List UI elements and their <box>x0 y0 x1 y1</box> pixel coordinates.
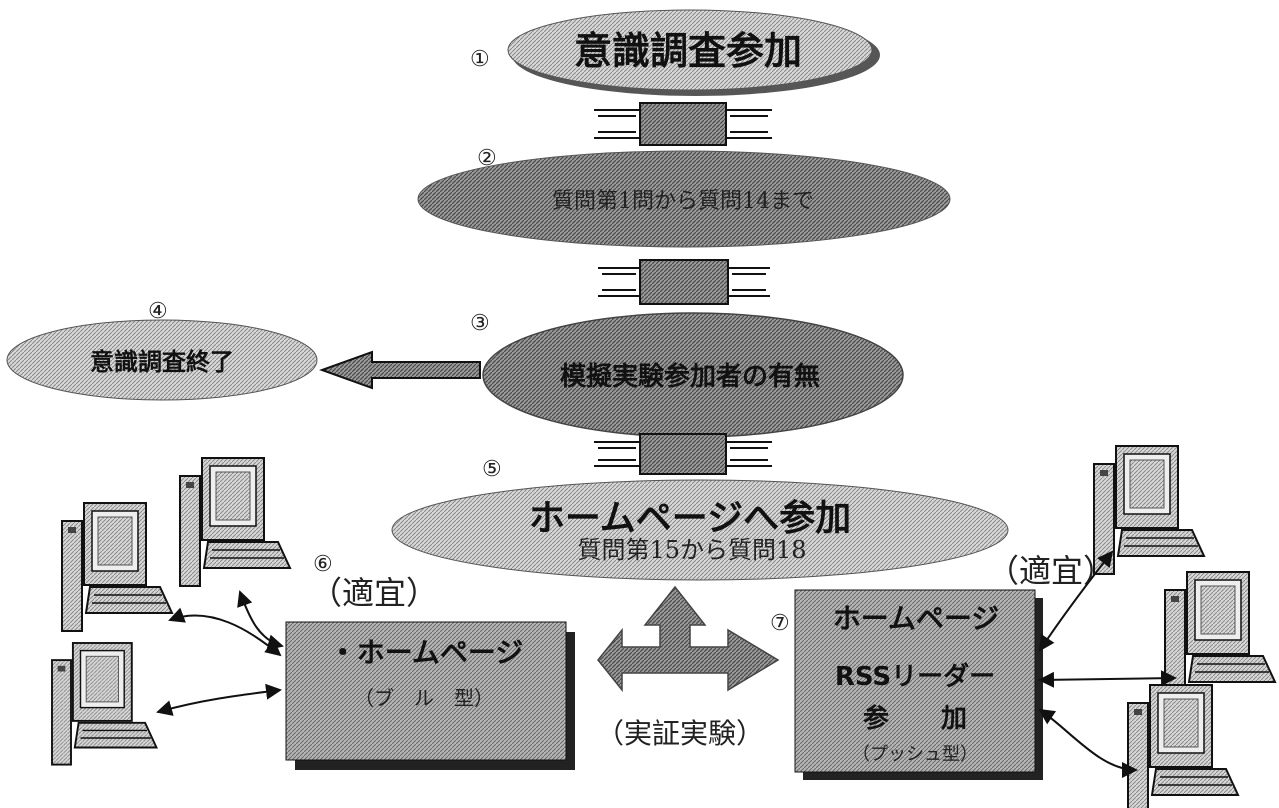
double-arrow-2-3 <box>598 259 770 305</box>
node-5-label: ホームページへ参加 <box>529 498 851 539</box>
node-1-label: 意識調査参加 <box>574 29 802 73</box>
node-6-sub: （ブ ル 型） <box>354 686 494 710</box>
node-2-label: 質問第1問から質問14まで <box>552 189 814 214</box>
center-arrow: （実証実験） <box>596 585 780 750</box>
node-2: ② 質問第1問から質問14まで <box>417 146 951 248</box>
node-5-sub: 質問第15から質問18 <box>577 536 806 564</box>
node-7-number: ⑦ <box>770 611 790 636</box>
node-6-number: ⑥ <box>313 552 333 577</box>
node-7-sub: （プッシュ型） <box>852 744 978 765</box>
node-4-number: ④ <box>148 299 168 324</box>
double-arrow-3-5 <box>594 433 772 475</box>
node-1-number: ① <box>470 47 490 72</box>
node-4-label: 意識調査終了 <box>90 348 234 376</box>
computer-icon <box>1127 684 1239 808</box>
node-7-line1: ホームページ <box>833 602 1000 635</box>
computer-icon <box>61 502 173 632</box>
node-7: ⑦ （適宜） ホームページ RSSリーダー 参 加 （プッシュ型） <box>770 552 1115 780</box>
node-3-number: ③ <box>470 311 490 336</box>
connector-lines-right <box>1038 550 1177 778</box>
connector-lines-left <box>156 590 284 716</box>
node-2-number: ② <box>477 146 497 171</box>
computer-icon <box>179 457 291 587</box>
node-6: ⑥ （適宜） ・ホームページ （ブ ル 型） <box>285 552 575 770</box>
computer-icon <box>51 642 158 766</box>
node-7-line3: 参 加 <box>863 703 967 734</box>
node-3-label: 模擬実験参加者の有無 <box>560 361 820 392</box>
node-4: ④ 意識調査終了 <box>6 299 318 401</box>
node-3: ③ 模擬実験参加者の有無 <box>470 311 904 438</box>
computer-icon <box>1164 571 1276 701</box>
node-7-line2: RSSリーダー <box>835 661 995 692</box>
node-5-number: ⑤ <box>482 457 502 482</box>
node-1: ① 意識調査参加 <box>470 9 880 96</box>
node-6-tag: （適宜） <box>310 574 438 612</box>
center-label: （実証実験） <box>596 717 764 750</box>
node-6-label: ・ホームページ <box>329 636 524 669</box>
node-5: ⑤ ホームページへ参加 質問第15から質問18 <box>391 457 1009 581</box>
double-arrow-1-2 <box>594 102 772 146</box>
arrow-3-to-4 <box>319 350 481 390</box>
